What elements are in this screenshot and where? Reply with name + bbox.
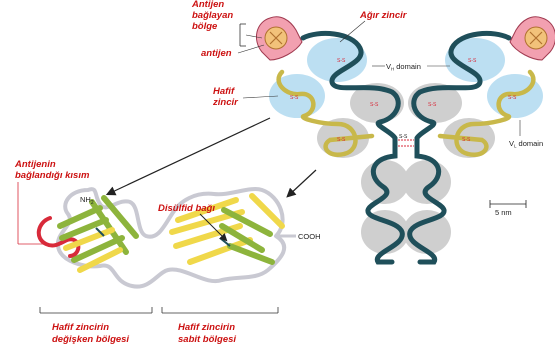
label-constant-region-2: sabit bölgesi bbox=[178, 334, 236, 345]
antigen-right bbox=[510, 17, 555, 60]
arrow-to-constant-detail bbox=[288, 170, 316, 196]
nh2-sub: 2 bbox=[91, 200, 94, 206]
vh-sub: H bbox=[391, 67, 394, 72]
ss-label-vl-left: S-S bbox=[290, 95, 299, 101]
ss-label-ch1-right: S-S bbox=[428, 102, 437, 108]
label-antigen-binding-part-2: bağlandığı kısım bbox=[15, 170, 90, 181]
vh-suffix: domain bbox=[396, 62, 421, 71]
vl-suffix: domain bbox=[519, 139, 544, 148]
label-light-chain-1: Hafif bbox=[213, 86, 235, 97]
label-antigen: antijen bbox=[201, 48, 232, 59]
ss-label-cl-left: S-S bbox=[337, 137, 346, 143]
label-disulfide-bond: Disülfid bağı bbox=[158, 203, 215, 214]
constant-region-bracket bbox=[162, 307, 278, 313]
label-cooh: COOH bbox=[298, 232, 321, 241]
scale-label: 5 nm bbox=[495, 208, 512, 217]
ss-label-vl-right: S-S bbox=[508, 95, 517, 101]
variable-region-bracket bbox=[40, 307, 152, 313]
label-nh2: NH2 bbox=[80, 195, 94, 206]
label-variable-region-1: Hafif zincirin bbox=[52, 322, 109, 333]
label-antigen-binding-region-2: bağlayan bbox=[192, 10, 233, 21]
ss-label-vh-left: S-S bbox=[337, 58, 346, 64]
ss-label-hinge: S-S bbox=[399, 134, 408, 140]
vl-sub: L bbox=[514, 144, 517, 149]
ss-label-cl-right: S-S bbox=[462, 137, 471, 143]
scale-bar: 5 nm bbox=[490, 200, 526, 217]
label-light-chain-2: zincir bbox=[212, 97, 239, 108]
arrow-to-variable-detail bbox=[108, 118, 270, 194]
hinge-disulfide-bonds: S-S bbox=[398, 134, 414, 146]
label-antigen-binding-region-3: bölge bbox=[192, 21, 218, 32]
antigen-left bbox=[256, 17, 302, 60]
ss-label-vh-right: S-S bbox=[468, 58, 477, 64]
nh2-text: NH bbox=[80, 195, 91, 204]
ss-label-ch1-left: S-S bbox=[370, 102, 379, 108]
label-heavy-chain: Ağır zincir bbox=[359, 10, 408, 21]
label-variable-region-2: değişken bölgesi bbox=[52, 334, 129, 345]
label-antigen-binding-region-1: Antijen bbox=[191, 0, 224, 10]
label-antigen-binding-part-1: Antijenin bbox=[14, 159, 56, 170]
label-constant-region-1: Hafif zincirin bbox=[178, 322, 235, 333]
antibody-structure: S-S S-S S-S S-S S-S S-S S-S S-S S-S bbox=[256, 17, 555, 262]
